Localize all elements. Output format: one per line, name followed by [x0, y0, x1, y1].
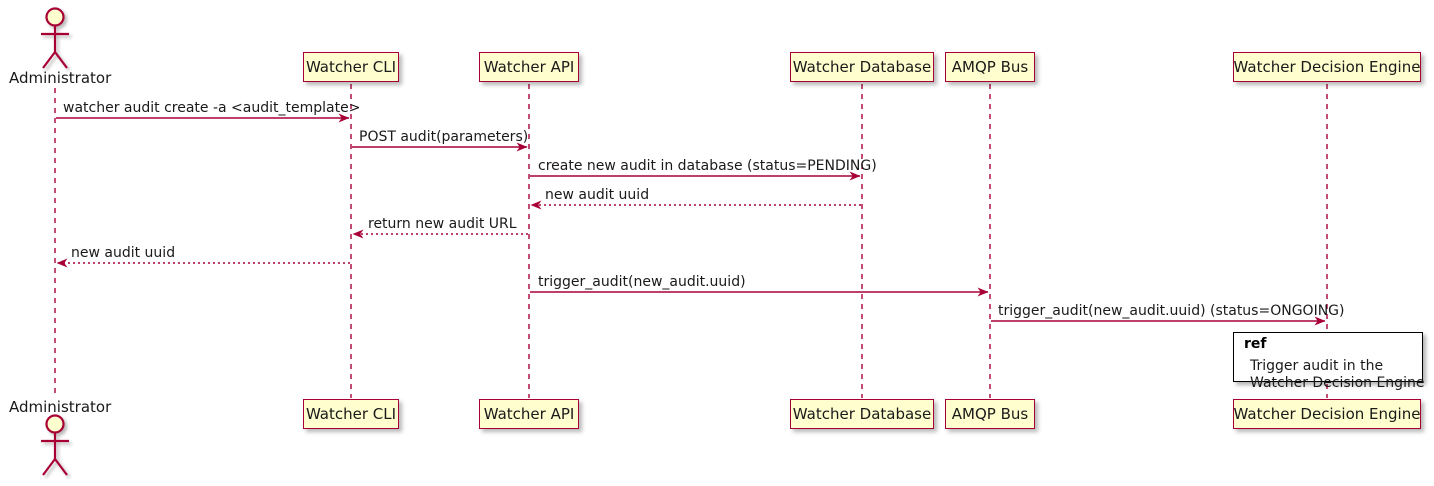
participant-cli-top-label: Watcher CLI — [305, 57, 397, 76]
participant-cli-bottom[interactable]: Watcher CLI — [303, 399, 399, 429]
participant-cli-bottom-label: Watcher CLI — [305, 404, 397, 423]
participant-wde-bottom-label: Watcher Decision Engine — [1233, 404, 1421, 423]
participant-db-bottom-label: Watcher Database — [792, 404, 932, 423]
message-label-2: POST audit(parameters) — [359, 129, 529, 145]
participant-amqp-top-label: AMQP Bus — [951, 57, 1029, 76]
message-label-1: watcher audit create -a <audit_template> — [63, 100, 361, 116]
participant-api-bottom[interactable]: Watcher API — [479, 399, 579, 429]
participant-wde-top-label: Watcher Decision Engine — [1233, 57, 1421, 76]
ref-fragment-body-line-2: Watcher Decision Engine — [1250, 375, 1425, 391]
actor-administrator-bottom-label: Administrator — [9, 398, 112, 416]
participant-api-top[interactable]: Watcher API — [479, 52, 579, 82]
message-label-6: new audit uuid — [71, 245, 176, 261]
participant-cli-top[interactable]: Watcher CLI — [303, 52, 399, 82]
ref-fragment[interactable]: ref Trigger audit in the Watcher Decisio… — [1233, 332, 1424, 391]
message-label-3: create new audit in database (status=PEN… — [538, 158, 877, 174]
message-label-8: trigger_audit(new_audit.uuid) (status=ON… — [998, 303, 1345, 319]
participant-db-top-label: Watcher Database — [792, 57, 932, 76]
lifelines — [54, 84, 1328, 398]
ref-fragment-body-line-1: Trigger audit in the — [1250, 358, 1384, 374]
ref-fragment-tab-label: ref — [1244, 336, 1267, 352]
actor-administrator-bottom — [41, 414, 69, 476]
participant-wde-top[interactable]: Watcher Decision Engine — [1233, 52, 1421, 82]
participant-db-top[interactable]: Watcher Database — [790, 52, 934, 82]
ref-fragment-body: Trigger audit in the Watcher Decision En… — [1250, 358, 1424, 392]
participant-wde-bottom[interactable]: Watcher Decision Engine — [1233, 399, 1421, 429]
participant-api-top-label: Watcher API — [483, 57, 575, 76]
message-label-7: trigger_audit(new_audit.uuid) — [538, 274, 746, 290]
actor-administrator-top — [41, 7, 69, 69]
participant-amqp-bottom[interactable]: AMQP Bus — [945, 399, 1035, 429]
participant-db-bottom[interactable]: Watcher Database — [790, 399, 934, 429]
actor-administrator-top-label: Administrator — [9, 69, 112, 87]
participant-amqp-top[interactable]: AMQP Bus — [945, 52, 1035, 82]
message-arrows — [56, 113, 1326, 326]
participant-api-bottom-label: Watcher API — [483, 404, 575, 423]
message-label-4: new audit uuid — [545, 187, 650, 203]
participant-amqp-bottom-label: AMQP Bus — [951, 404, 1029, 423]
message-label-5: return new audit URL — [368, 216, 517, 232]
